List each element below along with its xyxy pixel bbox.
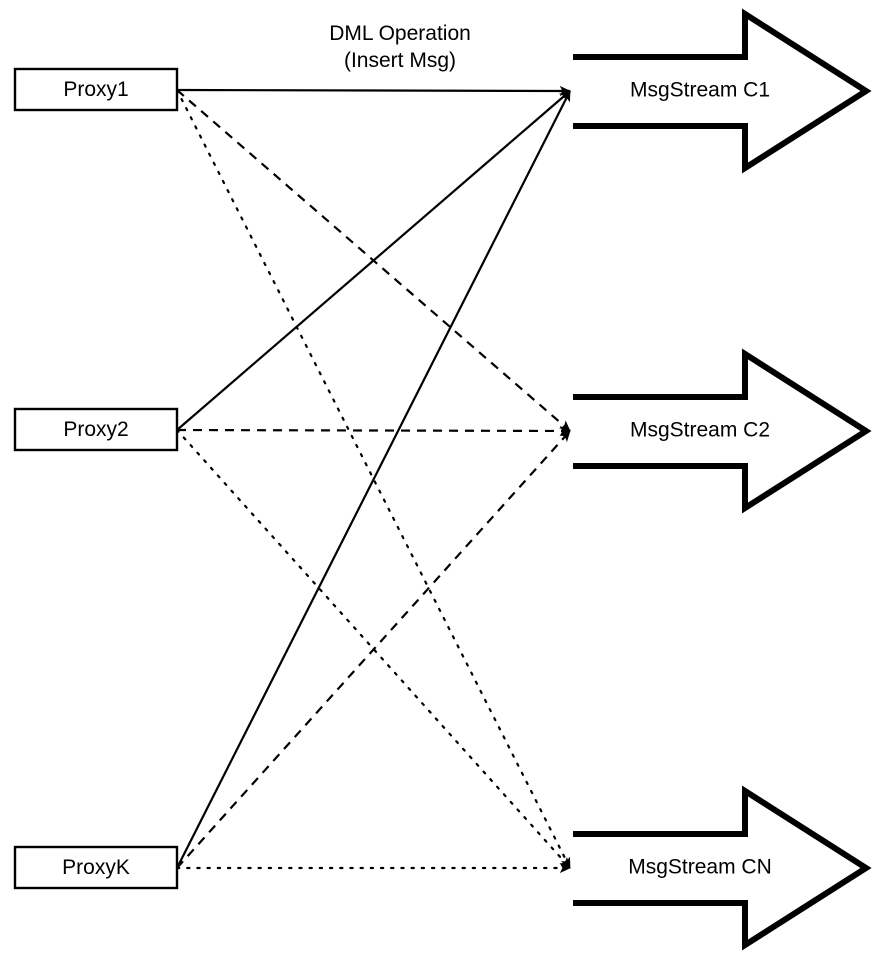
msgstream-label: MsgStream CN	[628, 856, 772, 879]
proxy-label: Proxy2	[63, 418, 128, 441]
proxy-box	[13, 67, 179, 112]
msgstream-label: MsgStream C1	[630, 79, 770, 102]
connection-p2-c1	[176, 90, 571, 431]
streams-layer: MsgStream C1 MsgStream C2 MsgStream CN	[573, 8, 872, 951]
proxy-label: ProxyK	[62, 856, 130, 879]
connection-pk-c1	[176, 90, 571, 869]
connection-p2-c2	[176, 425, 571, 437]
proxy-box	[13, 407, 179, 452]
proxy-box	[13, 845, 179, 890]
edge-label-line1: DML Operation	[329, 22, 471, 45]
connection-p2-cn	[175, 428, 572, 870]
connection-line-dashed	[176, 425, 571, 437]
proxy-label: Proxy1	[63, 78, 128, 101]
connections-layer	[175, 85, 572, 874]
connection-pk-c2	[176, 430, 571, 869]
msgstream-arrow-shape	[573, 8, 872, 174]
connection-line-solid	[176, 85, 571, 97]
edge-label-line2: (Insert Msg)	[344, 49, 456, 72]
msgstream-stream_c2[interactable]: MsgStream C2	[573, 348, 872, 514]
connection-p1-c1	[176, 85, 571, 97]
msgstream-arrow-shape	[573, 785, 872, 951]
msgstream-label: MsgStream C2	[630, 419, 770, 442]
connection-line-dotted	[175, 88, 572, 870]
connection-line-solid	[176, 90, 571, 869]
connection-line-solid	[176, 90, 571, 431]
connection-p1-cn	[175, 88, 572, 870]
msgstream-stream_c1[interactable]: MsgStream C1	[573, 8, 872, 174]
proxy-node-proxy2[interactable]: Proxy2	[13, 407, 179, 452]
proxy-node-proxy1[interactable]: Proxy1	[13, 67, 179, 112]
edge-label-dml-operation: DML Operation (Insert Msg)	[329, 22, 471, 72]
msgstream-stream_cn[interactable]: MsgStream CN	[573, 785, 872, 951]
msgstream-arrow-shape	[573, 348, 872, 514]
connection-line-dotted	[175, 428, 572, 870]
proxy-node-proxyk[interactable]: ProxyK	[13, 845, 179, 890]
connection-line-dashed	[176, 430, 571, 869]
